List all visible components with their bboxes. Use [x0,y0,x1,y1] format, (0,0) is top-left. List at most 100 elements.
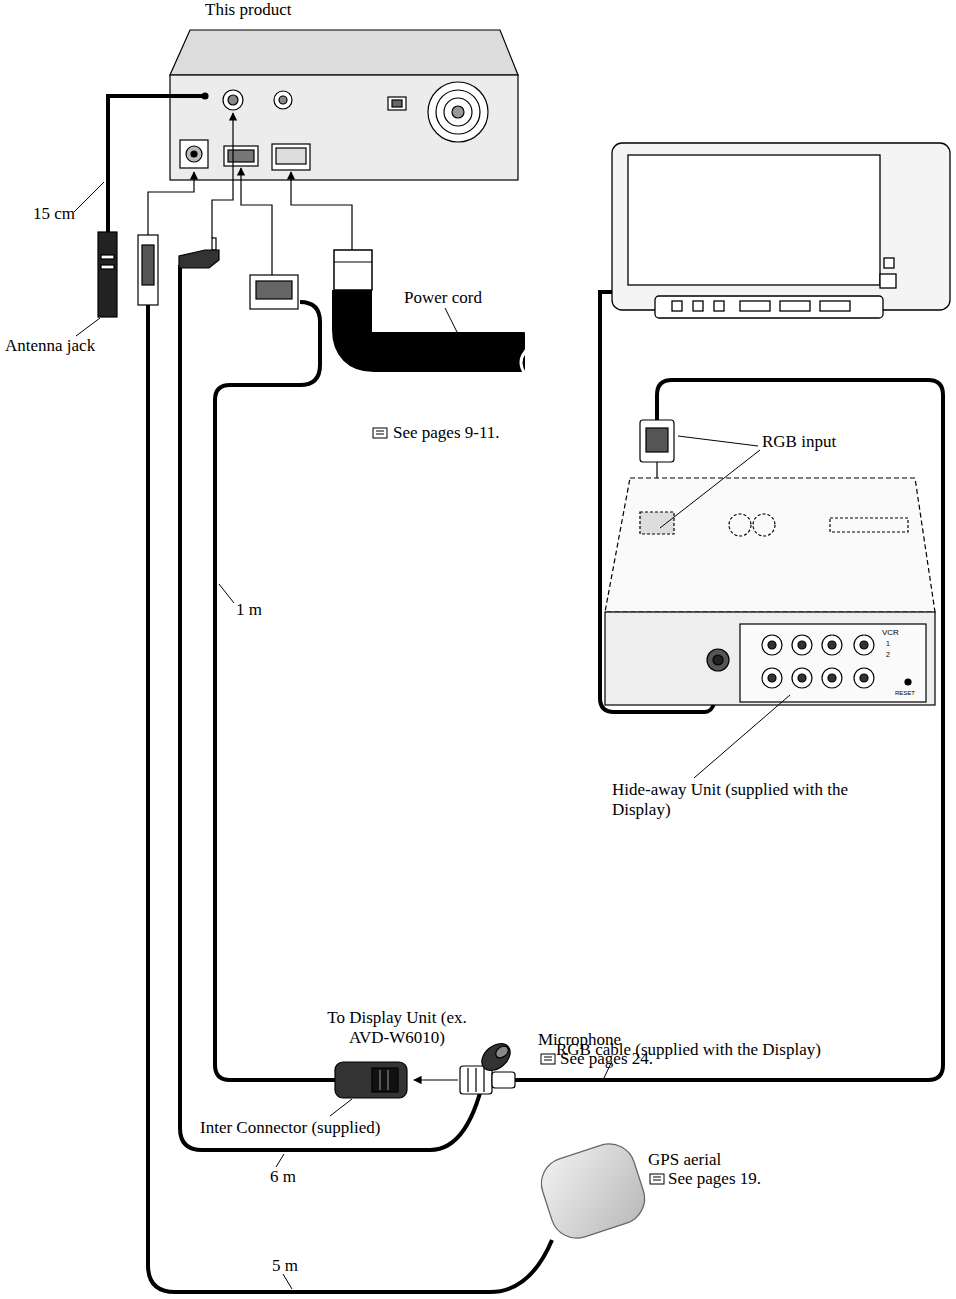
hide-away-unit [798,674,806,682]
part-label: Antenna jack [5,336,95,356]
hide-away-unit [798,641,806,649]
display-unit [612,143,950,310]
inter-connector [475,1068,476,1092]
display-unit [820,301,850,311]
part-label: RGB input [762,432,836,452]
inter-connector [335,1062,407,1098]
product-unit [191,151,197,157]
hide-away-unit [854,635,874,655]
plug [138,235,158,305]
part-label: Power cord [404,288,482,308]
cable [215,302,335,1080]
product-unit [272,144,310,170]
dimension-label: 1 m [236,600,262,620]
plug [142,245,154,285]
panel-marking: 1 [886,640,890,648]
connector-arrow [241,168,272,275]
hide-away-unit [713,655,723,665]
hide-away-unit [792,635,812,655]
hide-away-unit [640,420,674,462]
hide-away-unit [740,624,926,702]
plug [212,238,216,250]
display-unit [880,274,896,288]
product-unit [170,30,518,75]
page-reference-icon [653,1177,661,1180]
page-reference: See pages 9-11. [393,423,500,443]
connector-arrow [291,172,352,250]
product-unit [228,150,254,162]
leader-line [219,584,234,603]
plug [179,250,219,268]
leader-line [74,182,104,212]
hide-away-unit [860,674,868,682]
hide-away-unit [753,514,775,536]
leader-line [330,1099,352,1116]
dimension-label: 6 m [270,1167,296,1187]
gps-aerial [535,1137,652,1245]
cable [108,96,943,1292]
part-label: GPS aerial [648,1150,721,1170]
leader-line [678,436,758,446]
cable [108,96,205,232]
display-unit [884,258,894,268]
plug [101,265,114,269]
part-label: Hide-away Unit (supplied with the Displa… [612,780,862,819]
product-unit [444,98,472,126]
hide-away-unit [605,612,935,705]
product-unit [452,106,464,118]
plug [101,255,114,259]
hide-away-unit [646,428,668,452]
connector-arrow [414,1079,458,1080]
panel-marking: RESET [895,690,915,697]
product-unit [223,90,243,110]
inter-connector [467,1068,468,1092]
product-unit [170,30,518,180]
page-reference-icon [544,1057,552,1060]
product-unit [224,146,258,166]
page-reference: See pages 19. [668,1169,761,1189]
hide-away-unit [830,518,908,532]
display-unit [714,301,724,311]
hide-away-unit [768,674,776,682]
display-unit [612,143,950,318]
leader-line [445,308,458,334]
panel-marking: VCR [882,628,899,637]
display-unit [628,155,880,285]
product-unit [180,140,208,168]
page-reference-icon [373,428,387,438]
connector-arrow [212,113,233,238]
hide-away-unit [707,649,729,671]
product-unit [388,97,406,110]
power-cord [334,250,372,290]
microphone [493,1044,510,1061]
hide-away-unit [762,635,782,655]
product-unit [276,148,306,164]
part-label: To Display Unit (ex. AVD-W6010) [322,1008,472,1047]
leader-line [660,450,760,528]
product-unit [279,96,287,104]
display-unit [655,296,883,318]
hide-away-unit [605,478,935,612]
hide-away-unit [792,668,812,688]
part-label: Inter Connector (supplied) [200,1118,380,1138]
microphone [477,1038,516,1075]
page-reference: See pages 24. [560,1049,653,1069]
cable [148,305,552,1292]
inter-connector [492,1072,515,1088]
hide-away-unit [729,514,751,536]
panel-marking: 2 [886,651,890,659]
leader-line [283,1274,292,1289]
leader-line [74,182,790,1289]
display-unit [740,301,770,311]
power-cord [521,330,529,374]
page-reference-icon [650,1174,664,1184]
power-cord [334,250,529,374]
microphone [477,1038,516,1075]
hide-away-unit [605,420,935,705]
page-reference-icon [376,431,384,434]
product-unit [436,90,480,134]
leader-line [276,1154,284,1167]
inter-connector [387,1070,388,1090]
